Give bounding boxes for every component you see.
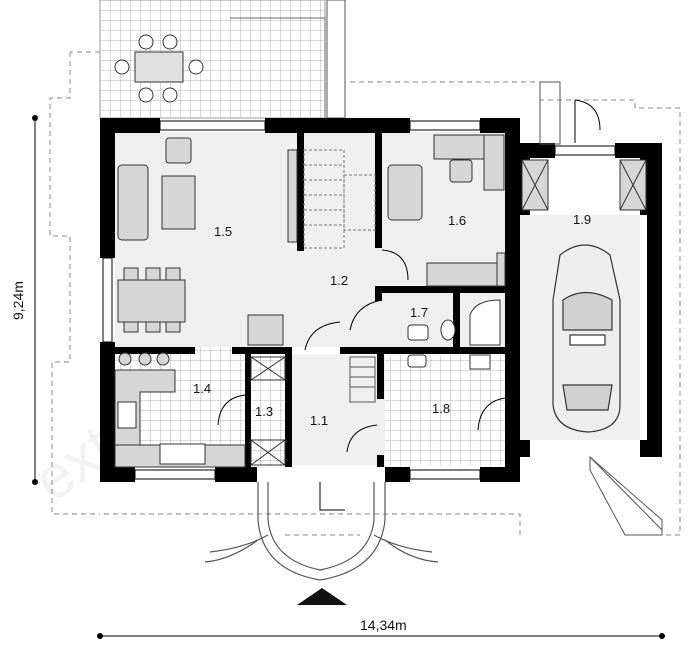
floor-hall xyxy=(290,355,385,465)
room-label-1.4: 1.4 xyxy=(193,381,211,396)
dimension-vertical: 9,24m xyxy=(10,115,38,485)
pantry-shelves xyxy=(250,356,286,466)
bath-fixtures xyxy=(407,299,501,370)
width-dimension-label: 14,34m xyxy=(360,617,407,633)
room-label-1.1: 1.1 xyxy=(310,413,328,428)
room-label-1.9: 1.9 xyxy=(573,212,591,227)
stairs-lower xyxy=(349,356,376,403)
depth-dimension-label: 9,24m xyxy=(10,281,26,320)
room-label-1.8: 1.8 xyxy=(432,401,450,416)
office-furniture xyxy=(387,134,506,287)
garage-driveway-line xyxy=(589,456,663,531)
car xyxy=(552,244,621,433)
room-label-1.6: 1.6 xyxy=(448,213,466,228)
room-label-1.7: 1.7 xyxy=(410,305,428,320)
stairs xyxy=(303,149,376,249)
terrace xyxy=(99,0,346,119)
entry-portico xyxy=(204,482,439,581)
floor-pantry xyxy=(248,355,290,465)
living-furniture xyxy=(117,137,298,346)
floor-utility xyxy=(385,355,505,465)
garage-driveway xyxy=(589,455,663,536)
garage-cabinets xyxy=(521,159,647,211)
windows xyxy=(102,120,616,480)
room-label-1.5: 1.5 xyxy=(214,224,232,239)
dimension-horizontal: 14,34m xyxy=(97,617,665,639)
doors xyxy=(217,81,601,511)
entrance-arrow xyxy=(297,588,347,605)
kitchen-furniture xyxy=(114,352,246,468)
room-label-1.3: 1.3 xyxy=(255,404,273,419)
terrace-table xyxy=(114,34,204,103)
room-label-1.2: 1.2 xyxy=(330,273,348,288)
